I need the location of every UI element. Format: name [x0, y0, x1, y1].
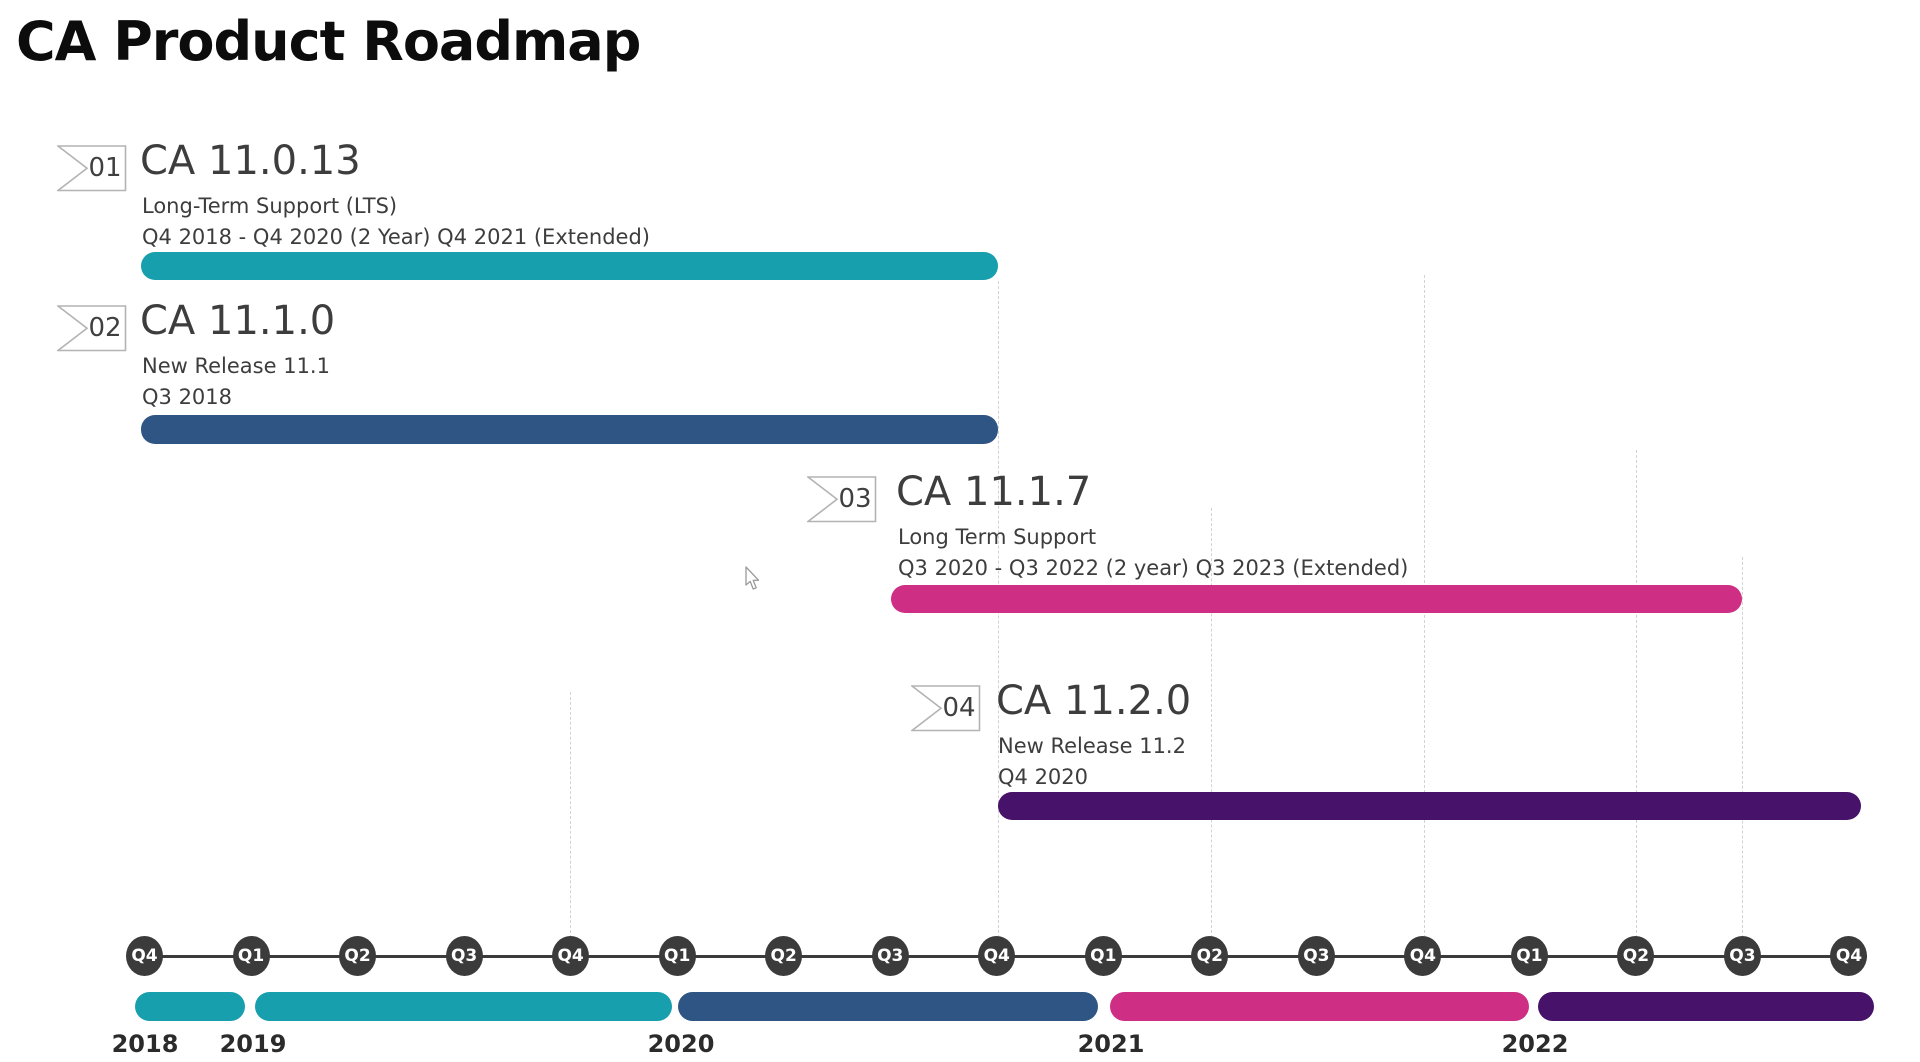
milestone-1-dates: Q4 2018 - Q4 2020 (2 Year) Q4 2021 (Exte… [142, 225, 650, 249]
page-title: CA Product Roadmap [16, 10, 641, 73]
quarter-node: Q3 [871, 936, 909, 976]
milestone-1-number: 01 [88, 153, 122, 183]
quarter-node: Q4 [1404, 936, 1442, 976]
milestone-4-subtitle: New Release 11.2 [998, 734, 1186, 758]
year-label: 2022 [1501, 1030, 1569, 1058]
quarter-node: Q2 [765, 936, 803, 976]
milestone-2-subtitle: New Release 11.1 [142, 354, 330, 378]
mouse-cursor-icon [745, 566, 763, 596]
year-band-segment [1110, 992, 1529, 1021]
gridline-q4-2019 [570, 692, 571, 938]
quarter-node: Q1 [232, 936, 270, 976]
quarter-node: Q2 [339, 936, 377, 976]
milestone-1-title: CA 11.0.13 [140, 138, 361, 184]
milestone-1-bar [141, 252, 998, 280]
quarter-node: Q1 [658, 936, 696, 976]
milestone-3-dates: Q3 2020 - Q3 2022 (2 year) Q3 2023 (Exte… [898, 556, 1409, 580]
quarter-node: Q1 [1510, 936, 1548, 976]
milestone-2-bar [141, 415, 998, 444]
year-label: 2020 [647, 1030, 715, 1058]
year-label: 2021 [1077, 1030, 1145, 1058]
milestone-4-number: 04 [942, 693, 976, 723]
quarter-node: Q1 [1084, 936, 1122, 976]
year-label: 2019 [219, 1030, 287, 1058]
milestone-3-subtitle: Long Term Support [898, 525, 1097, 549]
milestone-4-flag-icon: 04 [911, 685, 981, 732]
milestone-3-title: CA 11.1.7 [896, 469, 1092, 515]
milestone-1-subtitle: Long-Term Support (LTS) [142, 194, 398, 218]
milestone-2-title: CA 11.1.0 [140, 298, 336, 344]
year-band-segment [135, 992, 245, 1021]
milestone-2-flag-icon: 02 [57, 305, 127, 352]
gridline-q2-2022 [1636, 450, 1637, 938]
quarter-node: Q2 [1617, 936, 1655, 976]
year-band-segment [255, 992, 672, 1021]
milestone-2-number: 02 [88, 313, 122, 343]
milestone-1-flag-icon: 01 [57, 145, 127, 192]
quarter-node: Q4 [1830, 936, 1868, 976]
quarter-node: Q3 [445, 936, 483, 976]
year-band-segment [1538, 992, 1874, 1021]
milestone-2-dates: Q3 2018 [142, 385, 233, 409]
year-band-segment [678, 992, 1098, 1021]
quarter-node: Q3 [1723, 936, 1761, 976]
quarter-node: Q2 [1191, 936, 1229, 976]
milestone-4-bar [998, 792, 1861, 820]
gridline-q2-2021 [1211, 508, 1212, 938]
gridline-q3-2022 [1742, 557, 1743, 938]
quarter-node: Q3 [1297, 936, 1335, 976]
milestone-3-flag-icon: 03 [807, 476, 877, 523]
milestone-3-number: 03 [838, 484, 872, 514]
year-label: 2018 [111, 1030, 179, 1058]
milestone-4-title: CA 11.2.0 [996, 678, 1192, 724]
quarter-node: Q4 [552, 936, 590, 976]
milestone-4-dates: Q4 2020 [998, 765, 1089, 789]
milestone-3-bar [891, 585, 1742, 613]
quarter-node: Q4 [978, 936, 1016, 976]
quarter-node: Q4 [126, 936, 163, 976]
